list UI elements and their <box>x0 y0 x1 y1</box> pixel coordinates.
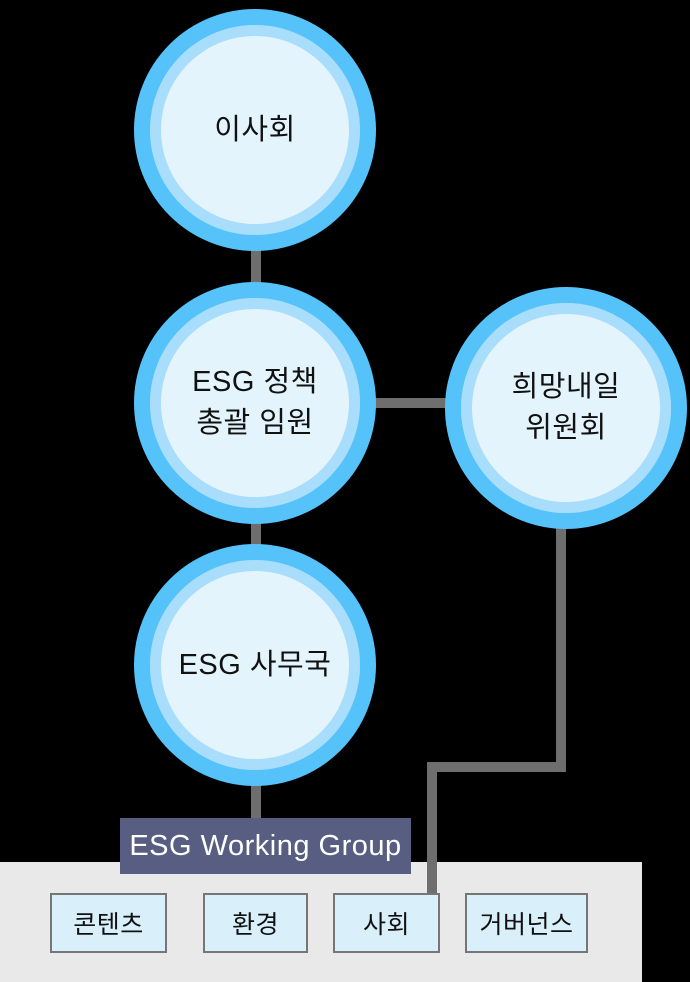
subgroup-contents-label: 콘텐츠 <box>73 911 144 939</box>
node-subgroup-environment: 환경 <box>203 893 308 953</box>
node-esg-office: ESG 사무국 <box>134 544 376 786</box>
subgroup-governance-label: 거버넌스 <box>479 911 574 939</box>
connector-office-to-working-group <box>251 782 261 820</box>
subgroup-society-label: 사회 <box>362 911 410 939</box>
node-policy-executive-label: ESG 정책 총괄 임원 <box>192 366 318 439</box>
node-esg-office-label: ESG 사무국 <box>178 648 332 681</box>
node-subgroup-society: 사회 <box>333 893 440 953</box>
connector-policy-to-office <box>251 518 261 550</box>
node-board-of-directors: 이사회 <box>134 9 376 251</box>
connector-board-to-policy <box>251 248 261 288</box>
node-board-label: 이사회 <box>214 113 296 146</box>
node-subgroup-contents: 콘텐츠 <box>50 893 167 953</box>
node-hope-tomorrow-committee: 희망내일 위원회 <box>445 287 687 529</box>
node-esg-policy-executive: ESG 정책 총괄 임원 <box>134 282 376 524</box>
node-hope-committee-label: 희망내일 위원회 <box>511 371 621 444</box>
node-subgroup-governance: 거버넌스 <box>465 893 588 953</box>
subgroup-environment-label: 환경 <box>231 911 279 939</box>
connector-committee-down-segment <box>556 524 566 772</box>
connector-committee-to-society <box>427 762 437 894</box>
node-esg-working-group: ESG Working Group <box>120 818 411 874</box>
connector-policy-to-committee <box>370 398 450 408</box>
working-group-label: ESG Working Group <box>129 829 402 862</box>
connector-committee-horizontal-segment <box>427 762 566 772</box>
